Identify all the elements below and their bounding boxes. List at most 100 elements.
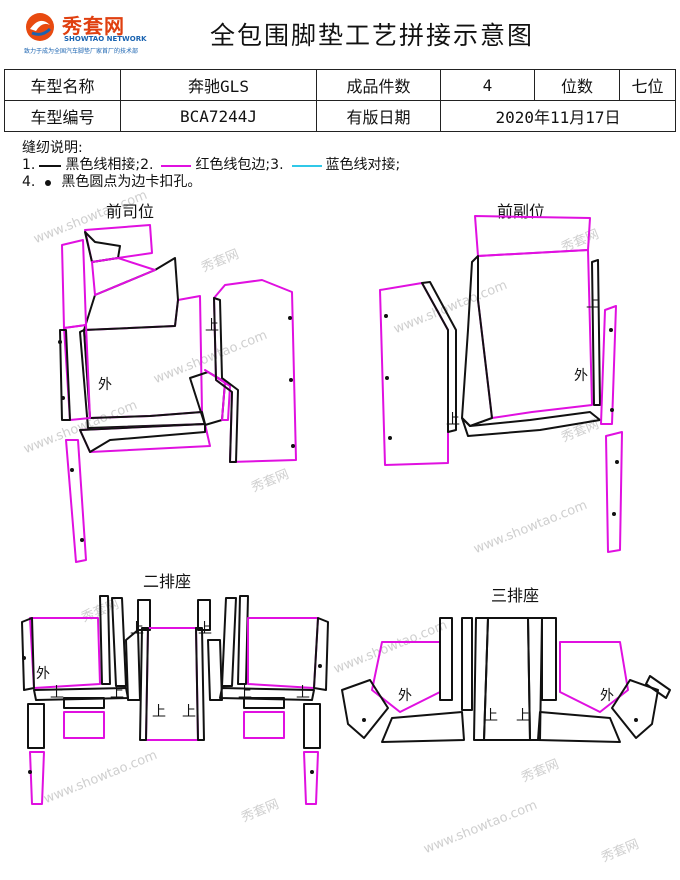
mat-piece xyxy=(439,617,453,701)
mat-piece xyxy=(207,639,223,701)
mat-piece xyxy=(195,627,205,741)
up-marker: 上 xyxy=(296,685,310,701)
buckle-hole xyxy=(80,538,84,542)
legend-row: 4. 黑色圆点为边卡扣孔。 xyxy=(22,174,400,191)
mat-piece xyxy=(421,281,457,433)
mat-piece xyxy=(303,751,319,805)
up-marker: 上 xyxy=(182,704,196,720)
up-marker: 上 xyxy=(484,708,498,724)
section-label-second-row: 二排座 xyxy=(143,572,192,591)
buckle-hole xyxy=(615,460,619,464)
up-marker: 上 xyxy=(130,621,144,637)
buckle-hole xyxy=(318,664,322,668)
mat-piece xyxy=(91,257,156,296)
outer-marker: 外 xyxy=(98,377,112,393)
buckle-hole xyxy=(291,444,295,448)
mat-piece xyxy=(243,697,285,709)
table-cell-label: 位数 xyxy=(534,69,620,101)
red-line-swatch xyxy=(161,164,192,167)
buckle-hole xyxy=(70,468,74,472)
mat-piece xyxy=(111,597,127,687)
mat-piece xyxy=(461,255,493,427)
buckle-hole xyxy=(362,718,366,722)
legend-title: 缝纫说明: xyxy=(22,140,83,156)
up-marker: 上 xyxy=(586,295,600,311)
mat-piece xyxy=(600,305,617,425)
table-cell-value: 奔驰GLS xyxy=(120,69,317,101)
mat-piece xyxy=(313,617,329,691)
mat-piece xyxy=(27,703,45,749)
legend-text: 蓝色线对接; xyxy=(325,157,401,173)
mat-piece xyxy=(605,431,623,553)
legend-text: 黑色圆点为边卡扣孔。 xyxy=(61,174,202,190)
buckle-hole xyxy=(634,718,638,722)
mat-piece xyxy=(477,249,593,419)
buckle-hole xyxy=(612,512,616,516)
mat-piece xyxy=(63,697,105,709)
legend-text: 红色线包边; xyxy=(195,157,271,173)
up-marker: 上 xyxy=(152,704,166,720)
buckle-hole xyxy=(58,340,62,344)
buckle-hole xyxy=(388,436,392,440)
legend-num: 4. xyxy=(22,174,36,190)
mat-piece xyxy=(645,675,671,699)
up-marker: 上 xyxy=(205,318,219,334)
logo-swirl-icon xyxy=(26,13,54,41)
mat-piece xyxy=(243,711,285,739)
blue-line-swatch xyxy=(291,164,322,167)
page-title: 全包围脚垫工艺拼接示意图 xyxy=(210,21,535,50)
mat-piece xyxy=(213,279,297,463)
buckle-hole xyxy=(289,378,293,382)
mat-piece xyxy=(29,751,45,805)
buckle-hole xyxy=(384,314,388,318)
mat-piece xyxy=(21,617,35,691)
mat-piece xyxy=(559,641,629,713)
info-table: 车型名称 奔驰GLS 成品件数 4 位数 七位 车型编号 BCA7244J 有版… xyxy=(4,69,676,132)
up-marker: 上 xyxy=(516,708,530,724)
mat-piece xyxy=(83,295,203,419)
table-cell-label: 车型编号 xyxy=(4,100,121,132)
mat-piece xyxy=(537,711,621,743)
outer-marker: 外 xyxy=(36,666,50,682)
mat-piece xyxy=(139,627,149,741)
mat-piece xyxy=(84,231,121,263)
logo-tagline: 致力于成为全国汽车脚垫厂家首厂的技术部 xyxy=(24,48,139,55)
buckle-hole xyxy=(28,770,32,774)
legend-row: 1. 黑色线相接; 2. 红色线包边; 3. 蓝色线对接; xyxy=(22,157,400,174)
logo-text: 秀套网 xyxy=(62,14,125,38)
mat-piece xyxy=(461,411,601,437)
up-marker: 上 xyxy=(198,621,212,637)
buckle-hole xyxy=(22,656,26,660)
mat-piece xyxy=(145,627,199,741)
mat-piece xyxy=(381,711,465,743)
mat-piece xyxy=(541,617,557,701)
buckle-hole xyxy=(61,396,65,400)
buckle-hole xyxy=(610,408,614,412)
outer-marker: 外 xyxy=(600,688,614,704)
mat-piece xyxy=(99,595,111,685)
mat-piece xyxy=(63,711,105,739)
logo: 秀套网 SHOWTAO NETWORK 致力于成为全国汽车脚垫厂家首厂的技术部 xyxy=(20,8,160,56)
mat-piece xyxy=(137,599,151,631)
section-label-front-driver: 前司位 xyxy=(106,202,155,221)
buckle-hole xyxy=(310,770,314,774)
section-label-third-row: 三排座 xyxy=(491,586,540,605)
buckle-hole xyxy=(609,328,613,332)
legend-text: 黑色线相接; xyxy=(65,157,141,173)
buckle-hole xyxy=(385,376,389,380)
mat-piece xyxy=(247,617,319,689)
buckle-hole xyxy=(288,316,292,320)
legend-num: 2. xyxy=(140,157,154,173)
mat-piece xyxy=(61,239,87,329)
mat-piece xyxy=(221,597,237,687)
up-marker: 上 xyxy=(446,412,460,428)
black-line-swatch xyxy=(39,164,62,167)
mat-piece xyxy=(79,423,206,453)
orientation-markers: 外 上 外 上 上 外 上 上 上 上 上 上 上 上 外 外 上 上 xyxy=(36,295,614,724)
table-row: 车型编号 BCA7244J 有版日期 2020年11月17日 xyxy=(4,100,676,132)
mat-piece xyxy=(204,369,231,421)
buckle-dots xyxy=(22,314,638,774)
logo-subtitle: SHOWTAO NETWORK xyxy=(64,35,147,43)
mat-piece xyxy=(197,599,211,631)
mat-piece xyxy=(461,617,473,711)
